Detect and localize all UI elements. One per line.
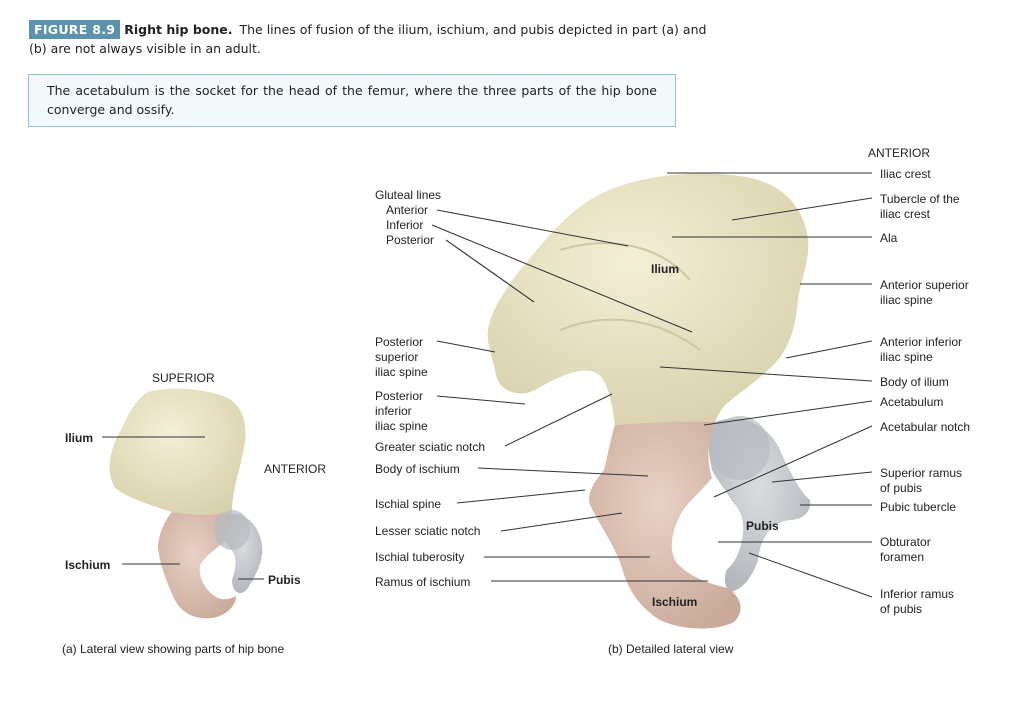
label-inferior-ramus-2: of pubis: [880, 602, 922, 616]
subtitle-part-b: (b) Detailed lateral view: [608, 642, 733, 656]
label-psis-2: superior: [375, 350, 418, 364]
label-small-ilium: Ilium: [65, 431, 93, 445]
label-body-of-ilium: Body of ilium: [880, 375, 949, 389]
label-greater-sciatic-notch: Greater sciatic notch: [375, 440, 485, 454]
label-small-pubis: Pubis: [268, 573, 301, 587]
label-superior: SUPERIOR: [152, 371, 215, 385]
leader-psis: [437, 341, 495, 352]
leader-aiis: [786, 341, 872, 358]
label-bone-ischium: Ischium: [652, 595, 697, 609]
label-psis-1: Posterior: [375, 335, 423, 349]
subtitle-part-a: (a) Lateral view showing parts of hip bo…: [62, 642, 284, 656]
label-bone-pubis: Pubis: [746, 519, 779, 533]
label-small-ischium: Ischium: [65, 558, 110, 572]
label-inferior-ramus-1: Inferior ramus: [880, 587, 954, 601]
small-ilium-region: [110, 389, 246, 515]
label-asis-1: Anterior superior: [880, 278, 969, 292]
label-gl-inferior: Inferior: [386, 218, 423, 232]
acetabulum-socket: [710, 416, 770, 480]
label-ischial-spine: Ischial spine: [375, 497, 441, 511]
label-ischial-tuberosity: Ischial tuberosity: [375, 550, 464, 564]
label-piis-1: Posterior: [375, 389, 423, 403]
label-superior-ramus-1: Superior ramus: [880, 466, 962, 480]
label-bone-ilium: Ilium: [651, 262, 679, 276]
label-psis-3: iliac spine: [375, 365, 428, 379]
label-aiis-2: iliac spine: [880, 350, 933, 364]
label-ramus-of-ischium: Ramus of ischium: [375, 575, 470, 589]
label-tubercle-1: Tubercle of the: [880, 192, 960, 206]
leader-piis: [437, 396, 525, 404]
label-piis-3: iliac spine: [375, 419, 428, 433]
label-obturator-1: Obturator: [880, 535, 931, 549]
label-body-of-ischium: Body of ischium: [375, 462, 460, 476]
label-ala: Ala: [880, 231, 897, 245]
leader-acetabulum: [704, 401, 872, 425]
label-aiis-1: Anterior inferior: [880, 335, 962, 349]
label-iliac-crest: Iliac crest: [880, 167, 931, 181]
label-superior-ramus-2: of pubis: [880, 481, 922, 495]
leader-inferior-ramus: [749, 553, 872, 597]
label-small-anterior: ANTERIOR: [264, 462, 326, 476]
small-acetabulum: [214, 510, 250, 550]
leader-greater-sciatic: [505, 394, 612, 446]
label-gluteal-lines: Gluteal lines: [375, 188, 441, 202]
label-pubic-tubercle: Pubic tubercle: [880, 500, 956, 514]
label-piis-2: inferior: [375, 404, 412, 418]
leader-ischial-spine: [457, 490, 585, 503]
small-hip-bone: [110, 389, 263, 619]
label-lesser-sciatic-notch: Lesser sciatic notch: [375, 524, 480, 538]
label-anterior-heading: ANTERIOR: [868, 146, 930, 160]
label-gl-anterior: Anterior: [386, 203, 428, 217]
label-obturator-2: foramen: [880, 550, 924, 564]
large-hip-bone: [488, 173, 811, 628]
label-asis-2: iliac spine: [880, 293, 933, 307]
label-acetabular-notch: Acetabular notch: [880, 420, 970, 434]
label-gl-posterior: Posterior: [386, 233, 434, 247]
label-tubercle-2: iliac crest: [880, 207, 930, 221]
ilium-region: [488, 173, 809, 425]
label-acetabulum: Acetabulum: [880, 395, 943, 409]
